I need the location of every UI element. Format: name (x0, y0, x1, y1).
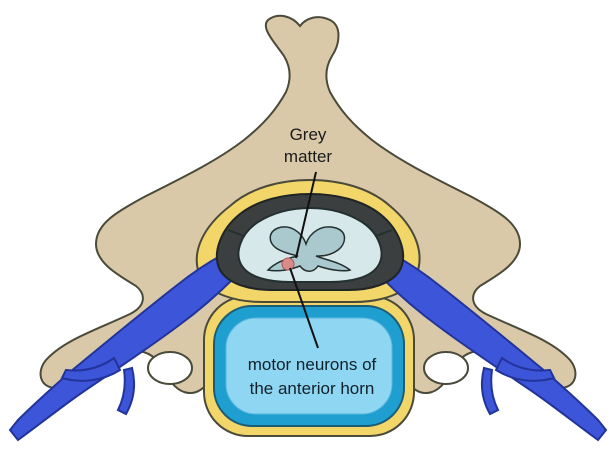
motor-neurons-label-line2: the anterior horn (250, 379, 375, 398)
motor-neuron-dot (282, 258, 294, 270)
grey-matter-label-line1: Grey (290, 125, 327, 144)
grey-matter-label-line2: matter (284, 147, 333, 166)
transverse-foramen-left (148, 352, 192, 384)
motor-neurons-label-line1: motor neurons of (248, 355, 377, 374)
transverse-foramen-right (424, 352, 468, 384)
